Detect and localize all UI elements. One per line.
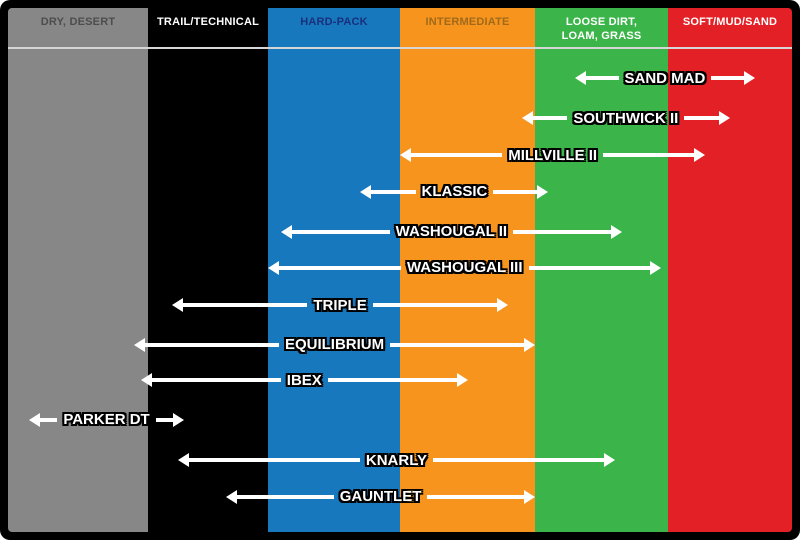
arrowhead-right-icon: [493, 184, 549, 199]
arrowhead-left-icon: [141, 373, 281, 388]
column-header-dry-desert: DRY, DESERT: [40, 16, 116, 28]
arrowhead-right-icon: [513, 224, 622, 239]
arrowhead-right-icon: [711, 71, 755, 86]
arrowhead-right-icon: [327, 373, 468, 388]
arrowhead-left-icon: [171, 298, 308, 313]
arrowhead-left-icon: [521, 111, 568, 126]
tire-name-label: IBEX: [286, 371, 322, 389]
arrowhead-left-icon: [281, 224, 390, 239]
tire-name-label: SOUTHWICK II: [573, 109, 679, 127]
tire-range-gauntlet: GAUNTLET: [226, 488, 535, 506]
terrain-column-trail-technical: TRAIL/TECHNICAL: [148, 8, 269, 532]
tire-name-label: WASHOUGAL III: [406, 259, 523, 277]
column-header-trail-technical: TRAIL/TECHNICAL: [157, 16, 260, 28]
arrowhead-left-icon: [400, 148, 503, 163]
column-header-hard-pack: HARD-PACK: [300, 16, 368, 28]
arrowhead-right-icon: [155, 412, 185, 427]
tire-name-label: GAUNTLET: [339, 488, 422, 506]
tire-arrows-layer: SAND MAD SOUTHWICK II MILLVILLE II KLASSIC W…: [8, 8, 792, 532]
tire-range-klassic: KLASSIC: [360, 183, 549, 201]
tire-range-washougal-ii: WASHOUGAL II: [281, 223, 622, 241]
header-divider-line: [8, 47, 792, 49]
arrowhead-left-icon: [28, 412, 58, 427]
tire-range-triple: TRIPLE: [171, 296, 509, 314]
arrowhead-right-icon: [390, 337, 536, 352]
tire-name-label: KLASSIC: [421, 183, 488, 201]
tire-name-label: MILLVILLE II: [508, 146, 598, 164]
terrain-columns: DRY, DESERT TRAIL/TECHNICAL HARD-PACK INTER…: [8, 8, 792, 532]
terrain-column-intermediate: INTERMEDIATE: [400, 8, 536, 532]
tire-range-sand-mad: SAND MAD: [575, 69, 755, 87]
terrain-column-hard-pack: HARD-PACK: [268, 8, 401, 532]
arrowhead-right-icon: [684, 111, 730, 126]
arrowhead-right-icon: [603, 148, 706, 163]
tire-name-label: KNARLY: [365, 451, 427, 469]
tire-range-equilibrium: EQUILIBRIUM: [134, 336, 536, 354]
arrowhead-left-icon: [268, 260, 401, 275]
terrain-column-dry-desert: DRY, DESERT: [8, 8, 149, 532]
tire-name-label: SAND MAD: [624, 69, 706, 87]
tire-range-ibex: IBEX: [141, 371, 468, 389]
arrowhead-right-icon: [427, 489, 535, 504]
arrowhead-right-icon: [528, 260, 662, 275]
tire-range-southwick-ii: SOUTHWICK II: [521, 109, 730, 127]
arrowhead-left-icon: [575, 71, 619, 86]
tire-name-label: PARKER DT: [63, 411, 150, 429]
tire-range-knarly: KNARLY: [178, 451, 615, 469]
column-header-loose-dirt-loam-grass: LOOSE DIRT, LOAM, GRASS: [561, 16, 642, 42]
tire-name-label: WASHOUGAL II: [395, 223, 508, 241]
arrowhead-left-icon: [134, 337, 279, 352]
column-header-soft-mud-sand: SOFT/MUD/SAND: [682, 16, 778, 28]
column-header-intermediate: INTERMEDIATE: [425, 16, 510, 28]
arrowhead-left-icon: [360, 184, 416, 199]
tire-name-label: TRIPLE: [313, 296, 367, 314]
terrain-column-soft-mud-sand: SOFT/MUD/SAND: [668, 8, 792, 532]
arrowhead-right-icon: [433, 453, 615, 468]
tire-range-parker-dt: PARKER DT: [28, 411, 185, 429]
tire-range-washougal-iii: WASHOUGAL III: [268, 259, 662, 277]
arrowhead-left-icon: [178, 453, 360, 468]
terrain-column-loose-dirt-loam-grass: LOOSE DIRT, LOAM, GRASS: [535, 8, 668, 532]
tire-name-label: EQUILIBRIUM: [284, 336, 385, 354]
arrowhead-right-icon: [372, 298, 509, 313]
arrowhead-left-icon: [226, 489, 334, 504]
chart-area: DRY, DESERT TRAIL/TECHNICAL HARD-PACK INTER…: [8, 8, 792, 532]
tire-range-millville-ii: MILLVILLE II: [400, 146, 706, 164]
